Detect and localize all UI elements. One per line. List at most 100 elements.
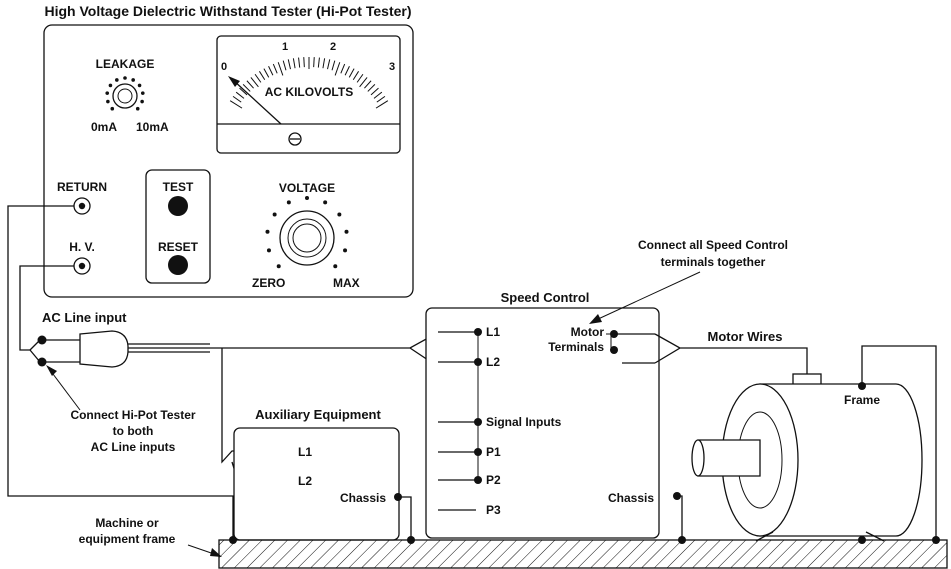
meter-label: AC KILOVOLTS xyxy=(265,85,353,99)
return-label: RETURN xyxy=(57,180,107,194)
meter-tick xyxy=(376,95,386,103)
meter-tick xyxy=(235,91,245,99)
meter-tick xyxy=(263,68,270,78)
meter-tick xyxy=(327,59,331,70)
meter-tick xyxy=(373,91,383,99)
return-ground-dot xyxy=(229,536,237,544)
reset-button[interactable] xyxy=(168,255,188,275)
leakage-scale-dot xyxy=(137,83,142,88)
leakage-scale-dot xyxy=(140,99,144,104)
meter-scale-0: 0 xyxy=(221,61,227,73)
meter-scale-3: 3 xyxy=(389,61,395,73)
ac-plug-body xyxy=(79,330,129,368)
leakage-scale-dot xyxy=(140,91,145,95)
voltage-scale-dot xyxy=(343,248,348,253)
leakage-label: LEAKAGE xyxy=(96,57,155,71)
meter-tick xyxy=(344,66,350,76)
meter-scale-ticks xyxy=(229,57,389,109)
voltage-scale-dot xyxy=(266,248,271,253)
motor-wires-label: Motor Wires xyxy=(708,329,783,344)
motor-terminal-2-dot xyxy=(610,346,618,354)
aux-chassis-label: Chassis xyxy=(340,491,386,505)
meter-scale-2: 2 xyxy=(330,41,336,53)
speed-chassis-label: Chassis xyxy=(608,491,654,505)
test-button[interactable] xyxy=(168,196,188,216)
leakage-knob[interactable] xyxy=(112,83,138,109)
ac-cord xyxy=(128,337,468,361)
machine-frame-line-1: Machine or xyxy=(95,516,159,530)
voltage-scale-dot xyxy=(337,212,342,217)
motor-shaft-end xyxy=(691,439,705,477)
meter-tick xyxy=(364,80,372,89)
callout-speed-line-2: terminals together xyxy=(661,255,766,269)
leakage-knob-center xyxy=(117,88,133,104)
motor-frame-label: Frame xyxy=(844,393,880,407)
return-jack-inner xyxy=(78,202,86,210)
voltage-label: VOLTAGE xyxy=(279,181,335,195)
leakage-scale-dot xyxy=(108,83,113,88)
p1-label: P1 xyxy=(486,445,501,459)
callout-speed-arrow xyxy=(589,314,602,324)
voltage-max-label: MAX xyxy=(333,276,360,290)
reset-label: RESET xyxy=(158,240,199,254)
meter-tick xyxy=(277,62,284,76)
voltage-scale-dot xyxy=(305,196,309,200)
ac-line-label: AC Line input xyxy=(42,310,127,325)
callout-speed-leader xyxy=(595,271,701,321)
leakage-scale-dot xyxy=(135,106,140,111)
motor-ground-dot-right xyxy=(932,536,940,544)
meter-tick xyxy=(303,57,305,68)
meter-tick xyxy=(287,59,291,70)
callout-hipot-line-2: to both xyxy=(113,424,154,438)
voltage-knob-inner xyxy=(287,218,327,258)
voltage-knob-cap xyxy=(292,223,322,253)
p1-dot xyxy=(474,448,482,456)
meter-tick xyxy=(348,68,355,78)
hv-label: H. V. xyxy=(69,240,95,254)
speed-ground-dot xyxy=(678,536,686,544)
meter-needle-tip xyxy=(228,76,240,87)
callout-hipot-leader xyxy=(49,369,81,411)
voltage-scale-dot xyxy=(272,212,277,217)
meter-tick xyxy=(250,77,259,88)
meter-tick xyxy=(272,63,278,74)
voltage-scale-dots xyxy=(265,196,349,269)
callout-hipot-line-3: AC Line inputs xyxy=(91,440,176,454)
voltage-min-label: ZERO xyxy=(252,276,285,290)
meter-tick xyxy=(359,77,368,88)
speed-l2-label: L2 xyxy=(486,355,500,369)
leakage-max-label: 10mA xyxy=(136,120,169,134)
machine-frame-line-2: equipment frame xyxy=(79,532,176,546)
voltage-scale-dot xyxy=(333,264,338,269)
leakage-scale-dot xyxy=(115,78,119,82)
meter-scale-1: 1 xyxy=(282,41,288,53)
voltage-scale-dot xyxy=(286,200,291,205)
meter-tick xyxy=(375,100,389,109)
speed-control-box xyxy=(425,307,660,539)
voltage-scale-dot xyxy=(344,229,349,234)
meter-tick xyxy=(298,57,301,68)
signal-inputs-dot xyxy=(474,418,482,426)
motor-frame-dot xyxy=(858,382,866,390)
return-lead-wire xyxy=(7,205,234,540)
diagram-title: High Voltage Dielectric Withstand Tester… xyxy=(44,3,411,19)
meter-tick xyxy=(331,60,336,71)
motor-terminals-line-1: Motor xyxy=(571,325,605,339)
motor-wires xyxy=(654,333,808,374)
ac-plug-prong-2-clip xyxy=(37,357,47,367)
p2-dot xyxy=(474,476,482,484)
meter-tick xyxy=(317,57,320,68)
meter-tick xyxy=(292,58,296,69)
callout-speed-line-1: Connect all Speed Control xyxy=(638,238,788,252)
meter-tick xyxy=(352,71,360,81)
meter-tick xyxy=(239,87,248,96)
meter-tick xyxy=(322,58,326,69)
meter-tick xyxy=(340,63,346,74)
speed-control-title: Speed Control xyxy=(501,290,590,305)
callout-hipot-arrow xyxy=(46,365,57,376)
machine-frame-arrow xyxy=(210,548,222,557)
voltage-scale-dot xyxy=(265,229,270,234)
meter-tick xyxy=(242,84,251,92)
